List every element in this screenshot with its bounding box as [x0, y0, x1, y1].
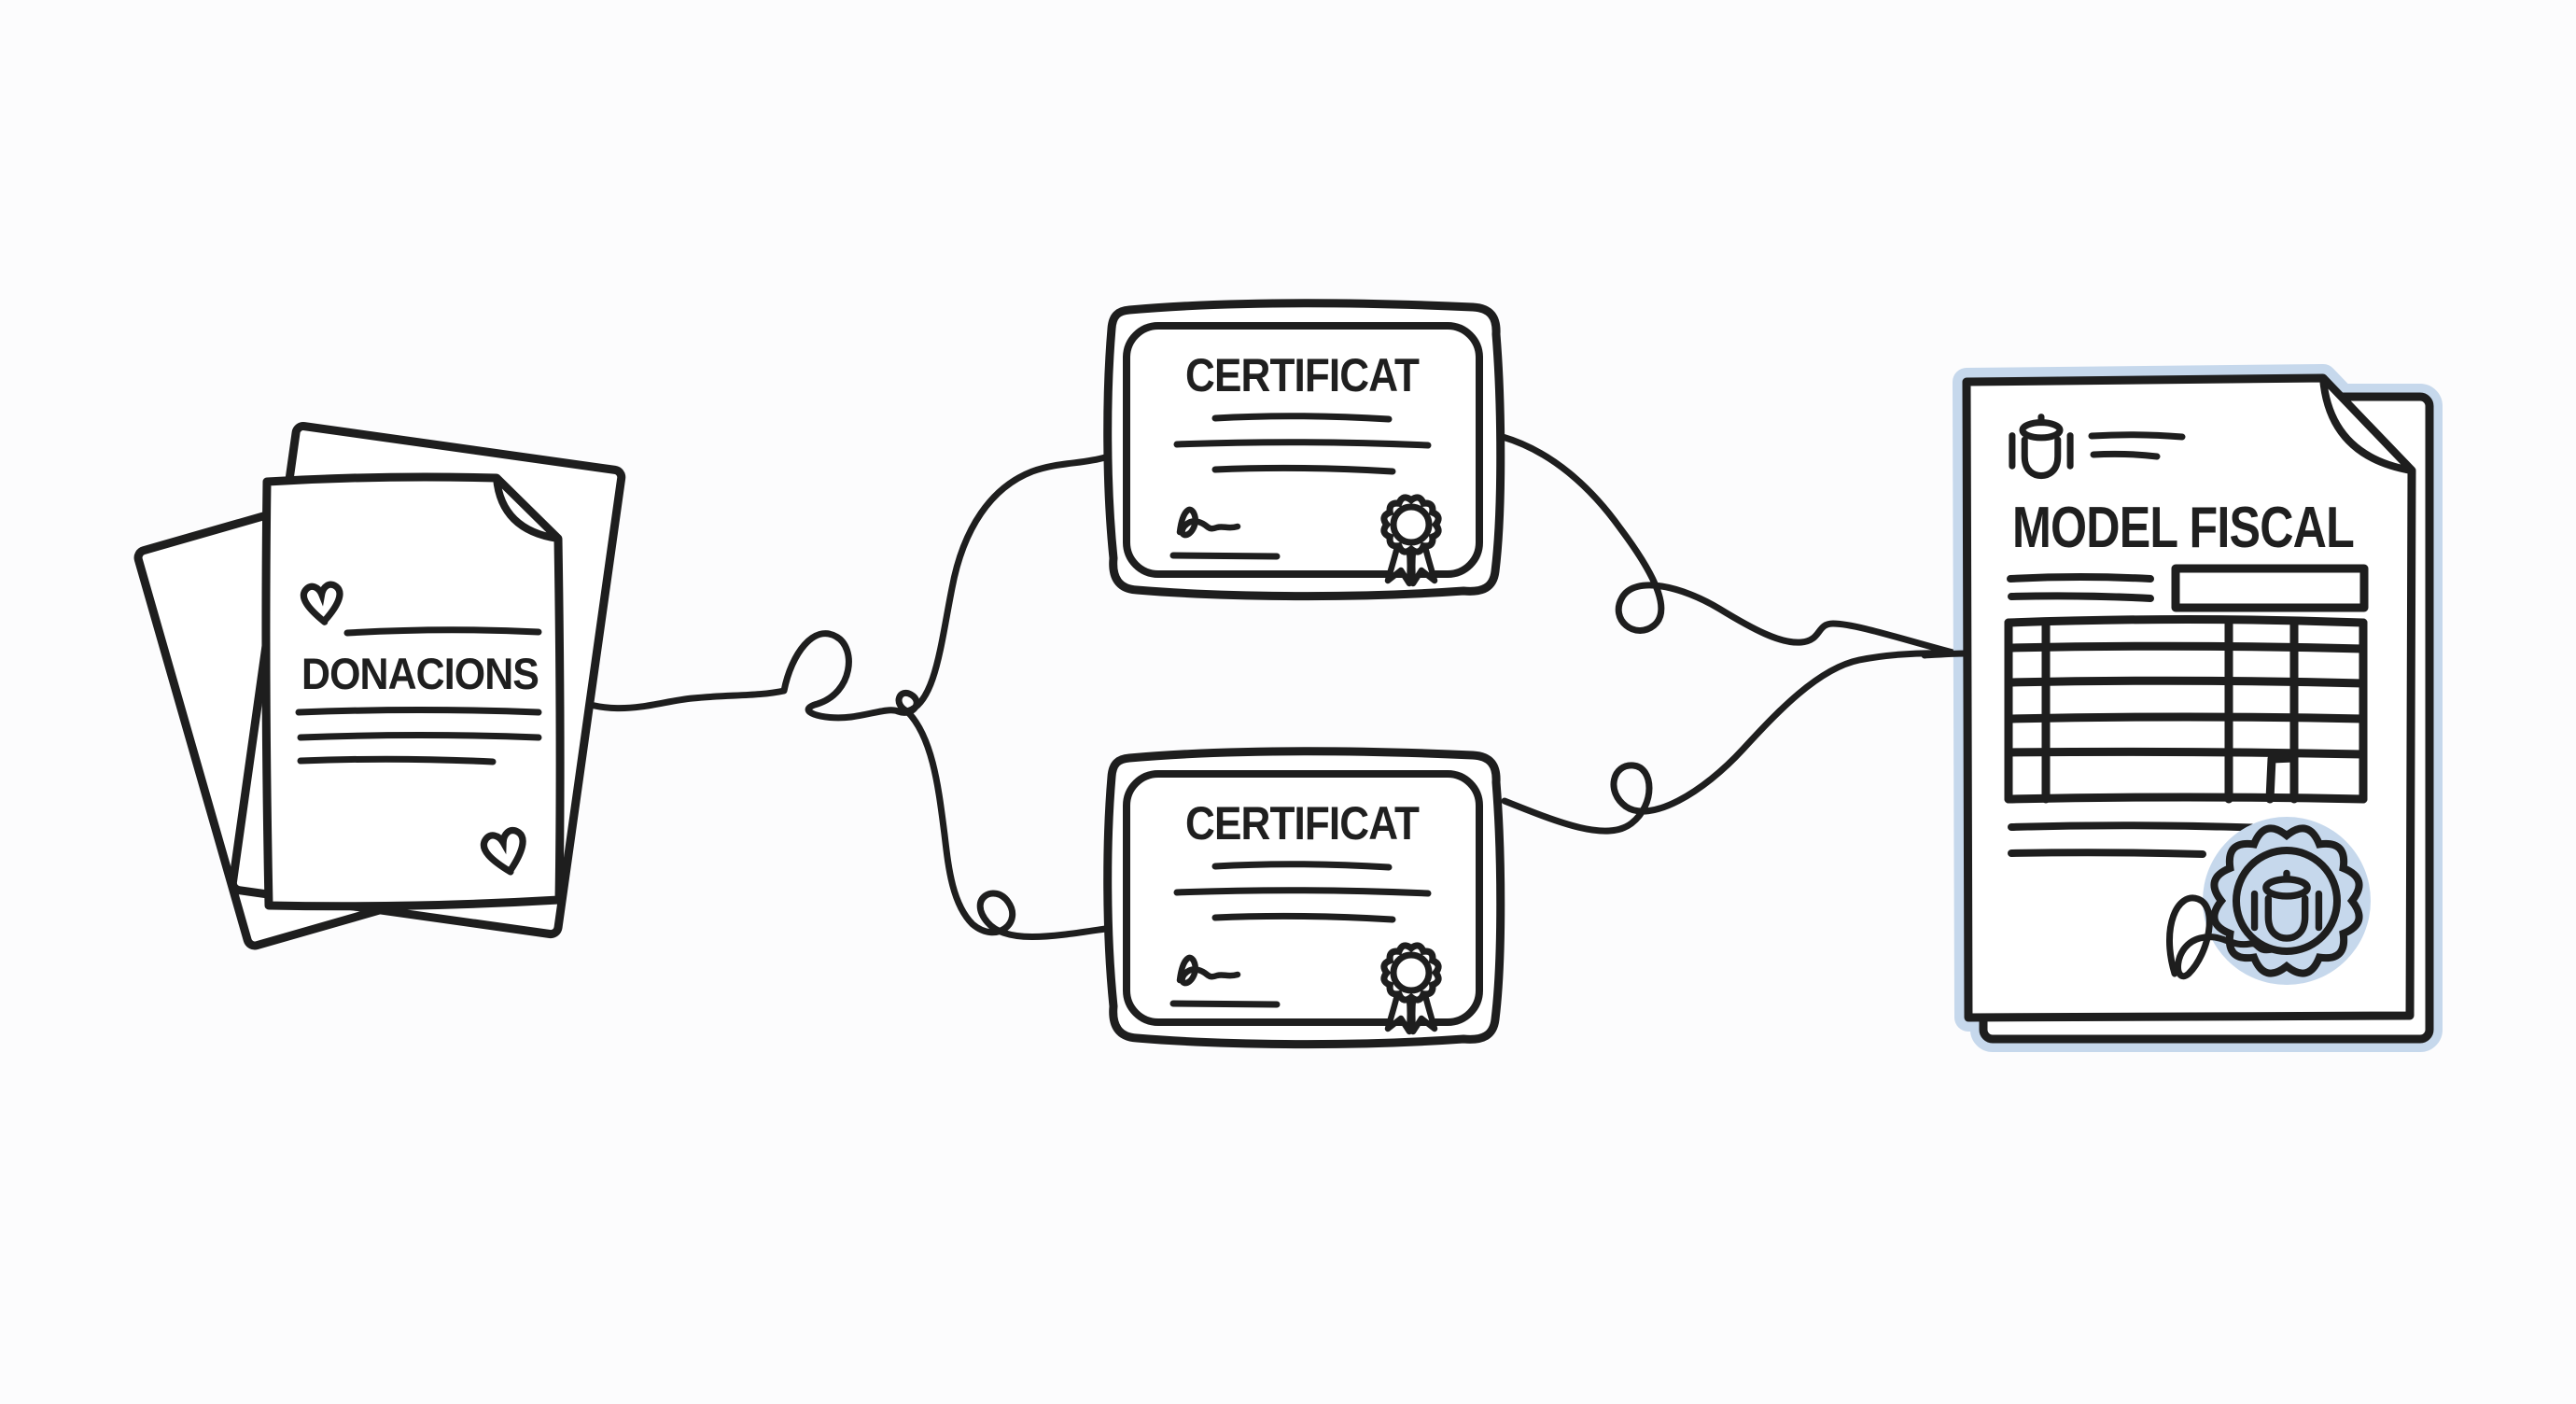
- text-line: [2007, 573, 2154, 583]
- thread-connector-certbottom-to-form: [1501, 650, 1960, 835]
- certificate-frame: [1108, 303, 1501, 597]
- form-field-box: [2171, 564, 2369, 612]
- text-line: [295, 707, 542, 716]
- text-line: [2008, 849, 2206, 858]
- thread-connector-tail: [1921, 650, 1970, 659]
- folded-corner: [2319, 374, 2415, 474]
- text-line: [2008, 592, 2154, 602]
- text-line: [343, 626, 542, 637]
- donations-title: DONACIONS: [301, 649, 539, 698]
- thread-connector-certtop-to-form: [1499, 433, 1960, 657]
- text-line: [297, 732, 542, 741]
- header-line: [2090, 450, 2161, 460]
- front-sheet: [261, 472, 565, 911]
- form-table: [2004, 615, 2368, 804]
- text-line: [2008, 821, 2269, 832]
- certificate-bottom: CERTIFICAT: [1108, 751, 1501, 1045]
- official-seal-stamp: [2203, 817, 2371, 985]
- thread-connector-to-certificate-bottom: [903, 708, 1109, 940]
- thread-connector-to-certificate-top: [903, 454, 1109, 715]
- certificate-frame: [1108, 751, 1501, 1045]
- certificate-top: CERTIFICAT: [1108, 303, 1501, 597]
- seal-inner-ring: [2233, 847, 2341, 955]
- seal-highlight: [2203, 817, 2371, 985]
- fiscal-form-title: MODEL FISCAL: [2012, 496, 2354, 560]
- donations-stack: DONACIONS: [133, 422, 626, 950]
- folded-corner: [493, 474, 562, 542]
- thread-connectors: [558, 433, 1960, 940]
- header-line: [2088, 431, 2186, 441]
- text-line: [297, 755, 497, 765]
- signature-scribble: [2166, 894, 2276, 980]
- fiscal-form: MODEL FISCAL: [1953, 364, 2443, 1052]
- certificate-title: CERTIFICAT: [1185, 349, 1419, 401]
- certificate-title: CERTIFICAT: [1185, 797, 1419, 849]
